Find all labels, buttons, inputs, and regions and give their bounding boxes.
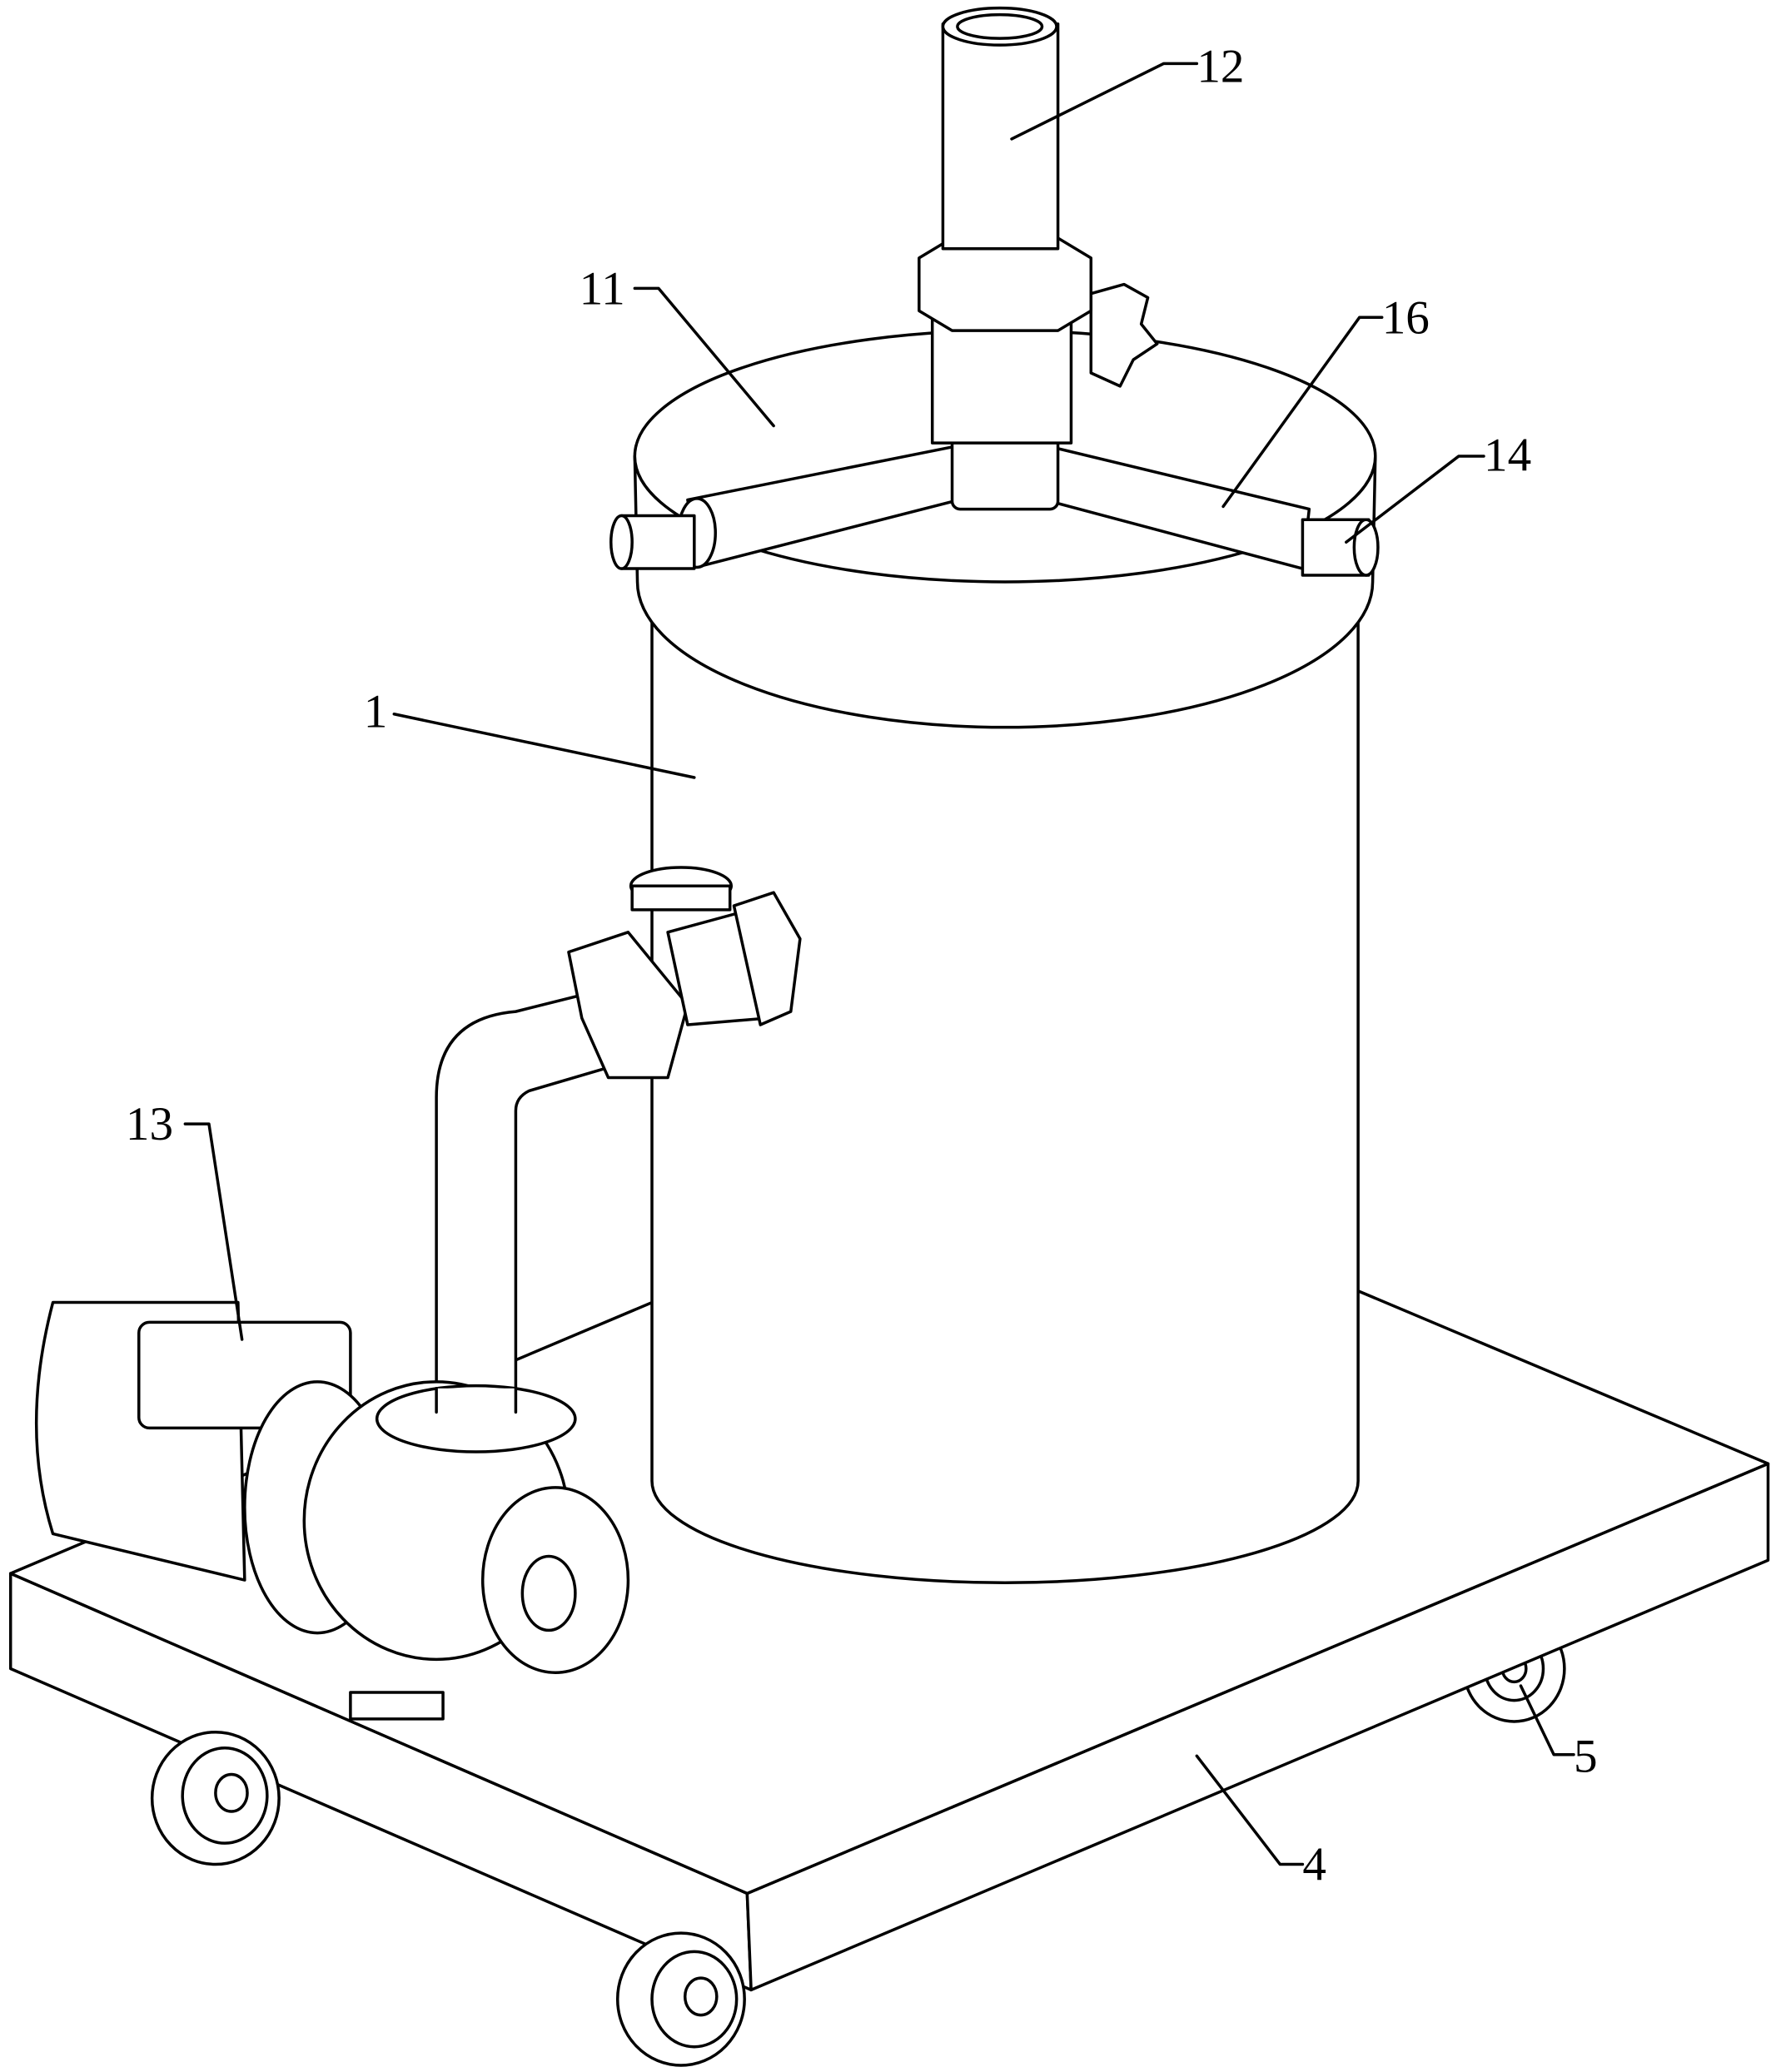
caster-wheel-left [150, 1730, 281, 1866]
leader-line-4 [1195, 1754, 1305, 1866]
leader-line-13 [183, 1122, 244, 1341]
leader-line-16 [1221, 316, 1384, 509]
reference-label-4: 4 [1302, 1839, 1326, 1891]
leader-line-5 [1519, 1684, 1575, 1756]
leader-line-12 [1010, 62, 1199, 141]
caster-wheel-front [615, 1931, 746, 2067]
reference-label-11: 11 [580, 262, 625, 315]
reference-label-5: 5 [1574, 1730, 1598, 1782]
pump [34, 1300, 630, 1721]
reference-label-13: 13 [126, 1098, 173, 1150]
leader-line-1 [392, 713, 696, 779]
outlet-pipe [918, 6, 1159, 445]
reference-labels: 12 11 16 14 1 13 5 4 [126, 41, 1598, 1891]
leader-line-11 [633, 286, 775, 428]
support-arms [609, 435, 1380, 577]
reference-label-14: 14 [1484, 430, 1531, 482]
tank [650, 619, 1360, 1584]
reference-label-12: 12 [1196, 41, 1244, 93]
leader-line-14 [1345, 455, 1485, 544]
reference-label-16: 16 [1382, 291, 1430, 344]
reference-label-1: 1 [364, 686, 388, 738]
side-pipe [435, 866, 802, 1417]
